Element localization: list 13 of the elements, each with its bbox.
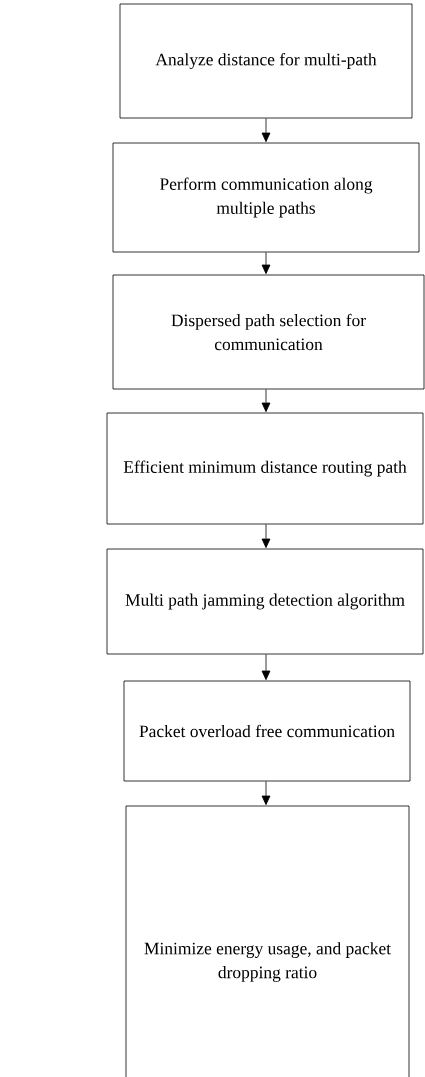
- arrow: [261, 389, 271, 413]
- arrow: [261, 118, 271, 143]
- arrow: [261, 524, 271, 549]
- process-box: Minimize energy usage, and packet dropping ratio: [125, 805, 410, 1077]
- process-box: Dispersed path selection for communication: [112, 274, 425, 390]
- process-box: Efficient minimum distance routing path: [106, 412, 424, 525]
- process-box: Multi path jamming detection algorithm: [106, 548, 424, 655]
- process-box: Perform communication along multiple paths: [112, 142, 420, 253]
- arrow: [261, 654, 271, 681]
- arrow: [261, 781, 271, 806]
- process-box: Analyze distance for multi-path: [119, 3, 413, 119]
- process-box: Packet overload free communication: [123, 680, 411, 782]
- arrow: [261, 252, 271, 275]
